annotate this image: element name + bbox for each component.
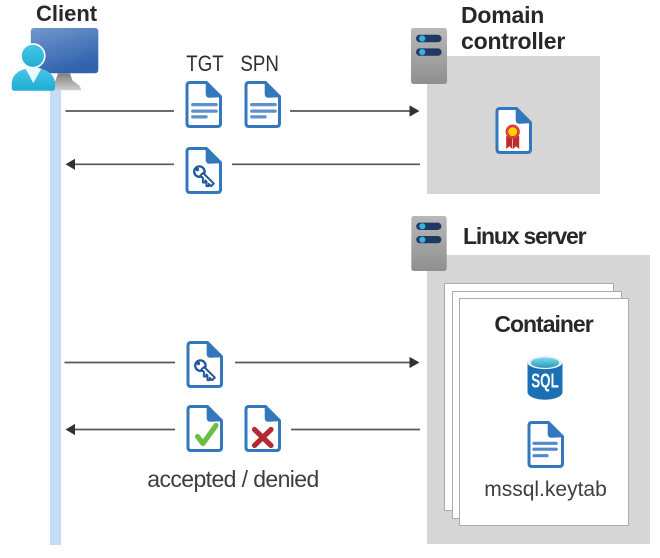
svg-text:SQL: SQL (531, 370, 559, 392)
